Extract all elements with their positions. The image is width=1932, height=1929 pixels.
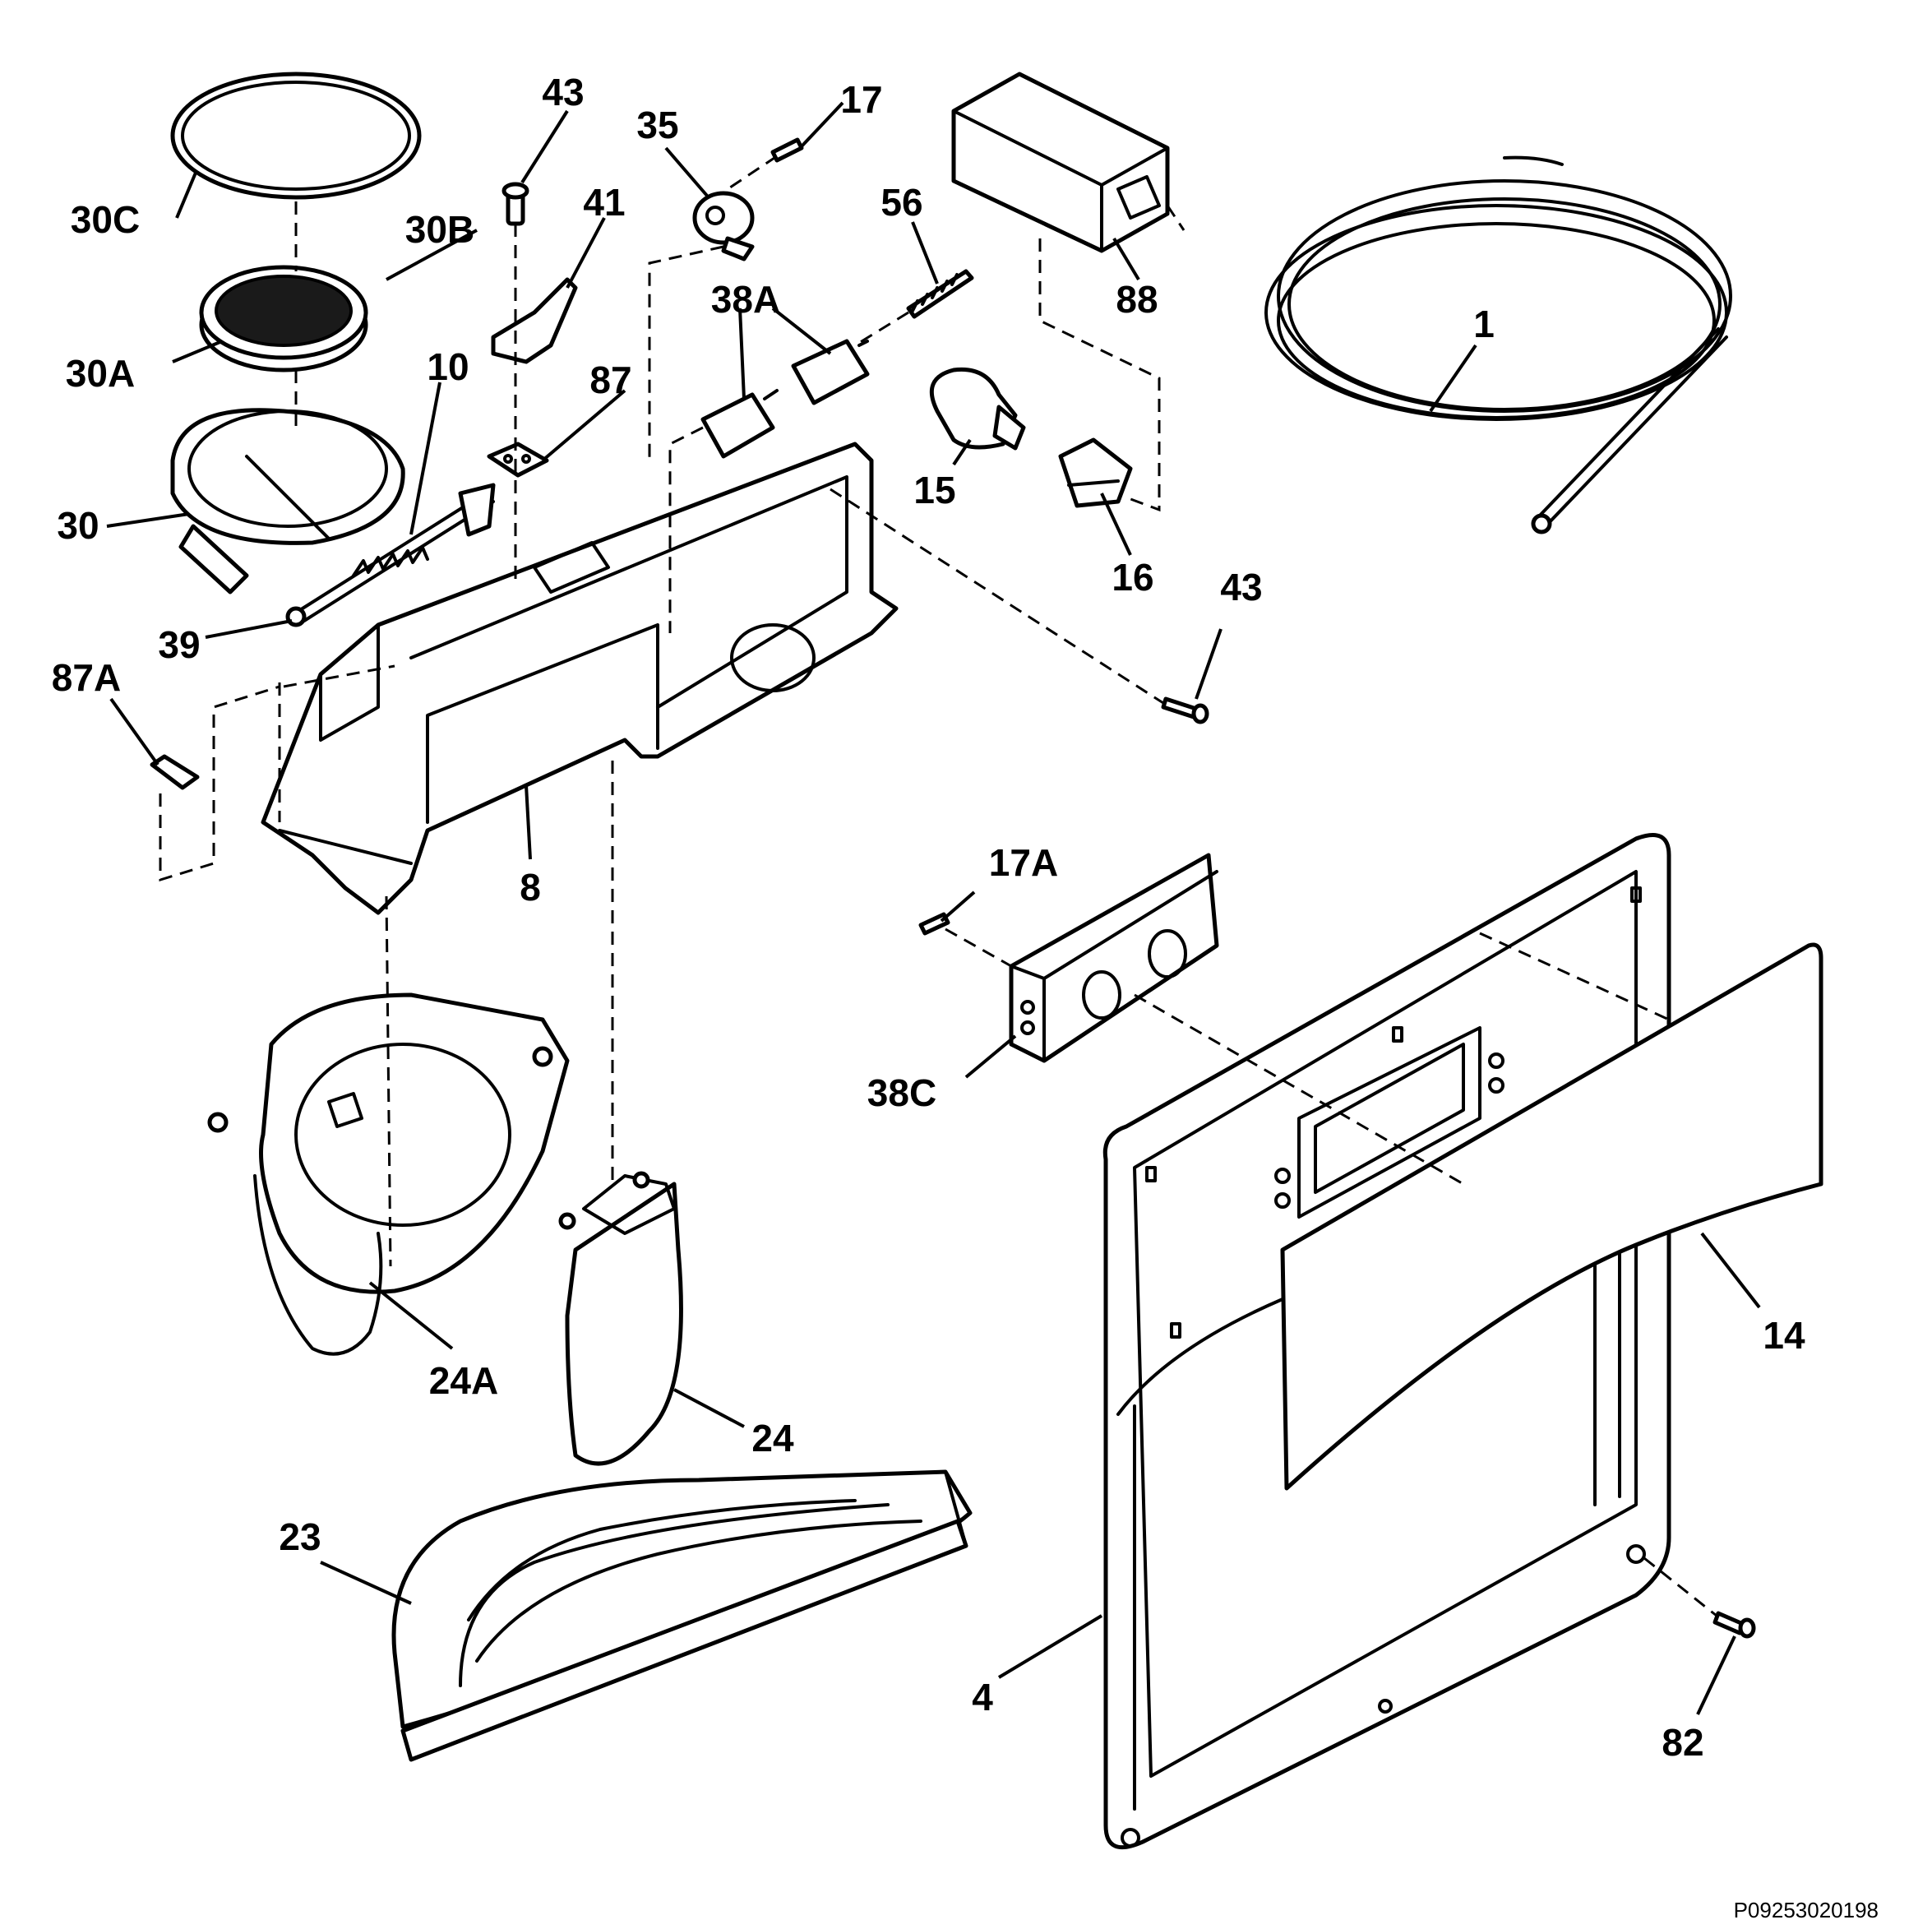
- callout-labels: 43 17 35 56 88 30C 30B 41 38A 1 30A 10 8…: [52, 71, 1805, 1764]
- callout-17a: 17A: [989, 841, 1058, 884]
- callout-16: 16: [1112, 556, 1153, 599]
- callout-4: 4: [972, 1676, 993, 1719]
- bracket-41[interactable]: [491, 277, 578, 364]
- switch-35[interactable]: [692, 191, 755, 261]
- callout-14: 14: [1763, 1314, 1805, 1357]
- filter-cover-30a[interactable]: [199, 265, 368, 372]
- gasket-ring-30c[interactable]: [170, 72, 422, 200]
- overlay-panel-14[interactable]: [1280, 942, 1823, 1491]
- plate-87a[interactable]: [150, 754, 200, 790]
- leader-lines: [106, 101, 1761, 1715]
- coiled-tubing-1[interactable]: [1264, 155, 1732, 534]
- callout-30b: 30B: [405, 208, 474, 251]
- callout-41: 41: [583, 181, 625, 224]
- callout-56: 56: [880, 181, 922, 224]
- callout-87: 87: [589, 359, 631, 401]
- switch-bracket-38c[interactable]: [1009, 853, 1219, 1063]
- callout-30c: 30C: [71, 198, 140, 241]
- callout-39: 39: [158, 623, 200, 666]
- callout-30: 30: [57, 504, 99, 547]
- callout-15: 15: [913, 469, 955, 511]
- funnel-ring-30[interactable]: [170, 408, 405, 594]
- callout-82: 82: [1662, 1721, 1703, 1764]
- callout-43-top: 43: [542, 71, 584, 113]
- callout-43-right: 43: [1220, 566, 1262, 608]
- callout-8: 8: [520, 866, 541, 909]
- screw-43-top[interactable]: [501, 182, 529, 226]
- callout-38a: 38A: [711, 278, 780, 321]
- callout-30a: 30A: [66, 352, 135, 395]
- screw-82[interactable]: [1712, 1611, 1756, 1639]
- callout-17: 17: [840, 78, 882, 121]
- micro-switches-38a[interactable]: [700, 339, 870, 459]
- callout-1: 1: [1473, 303, 1495, 345]
- drip-tray-23[interactable]: [391, 1469, 973, 1762]
- paddle-arm-24[interactable]: [558, 1171, 683, 1466]
- callout-87a: 87A: [52, 656, 121, 699]
- callout-10: 10: [427, 345, 469, 388]
- callout-24: 24: [751, 1417, 794, 1459]
- callout-88: 88: [1116, 278, 1158, 321]
- alignment-lines: [159, 155, 1717, 1617]
- bulb-15[interactable]: [929, 367, 1026, 451]
- callout-23: 23: [279, 1515, 321, 1558]
- lamp-cover-88[interactable]: [951, 72, 1170, 253]
- ice-chute-24a[interactable]: [207, 992, 570, 1356]
- callout-38c: 38C: [867, 1071, 936, 1114]
- callout-24a: 24A: [429, 1359, 498, 1402]
- reference-code: P09253020198: [1734, 1898, 1879, 1922]
- dispenser-housing-8[interactable]: [261, 442, 899, 915]
- screw-56[interactable]: [906, 269, 974, 319]
- callout-35: 35: [636, 104, 678, 146]
- plate-87[interactable]: [487, 442, 549, 478]
- screw-43-right[interactable]: [1161, 696, 1209, 724]
- socket-16[interactable]: [1058, 437, 1133, 508]
